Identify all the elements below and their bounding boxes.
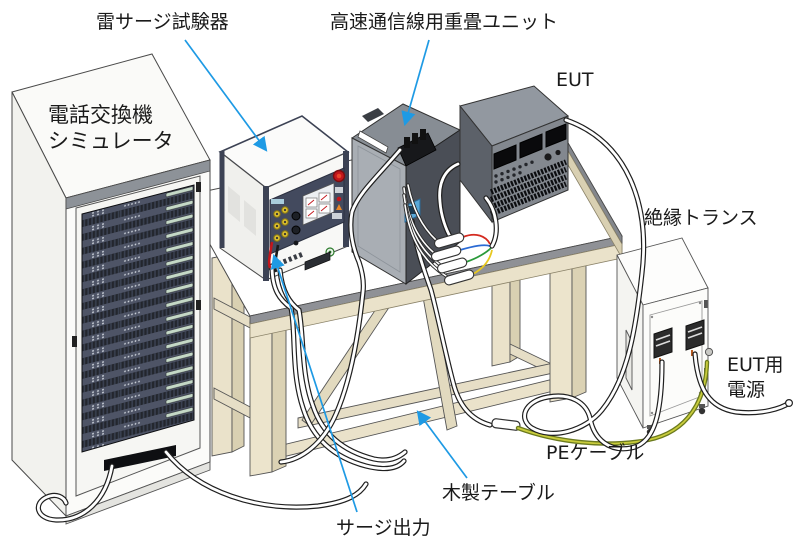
transformer-front-face xyxy=(642,287,709,429)
unit-cable-stub xyxy=(420,129,426,140)
cables xyxy=(35,117,793,523)
rack-label-line2: シミュレータ xyxy=(48,129,174,153)
cable-eut-mains-core xyxy=(693,352,791,415)
label-surge-output: サージ出力 xyxy=(336,517,431,539)
tester-meters xyxy=(302,182,335,226)
eut-vents xyxy=(489,159,568,217)
rack-cable-slot xyxy=(104,445,176,471)
label-eut: EUT xyxy=(556,69,594,91)
tester-side-vent xyxy=(244,200,256,236)
screw xyxy=(698,301,702,305)
cable-to-eut-core xyxy=(484,196,498,248)
rack-top-band xyxy=(65,159,211,210)
tester-binding-posts xyxy=(273,206,289,242)
cable-eut-power-arc-core xyxy=(523,118,664,451)
label-pe-cable: PEケーブル xyxy=(546,441,644,464)
pe-cable-connector xyxy=(491,418,521,431)
wire-green xyxy=(465,247,492,263)
unit-cable-stub xyxy=(404,137,410,148)
cable-end-cap xyxy=(784,399,793,408)
surge-tester xyxy=(218,115,350,281)
cable-surge-output-a-core xyxy=(270,264,406,470)
screw xyxy=(650,315,654,319)
tester-switch xyxy=(335,187,343,193)
label-isolation-transformer: 絶縁トランス xyxy=(644,207,758,229)
tester-switch xyxy=(332,213,342,219)
tester-side-vent xyxy=(228,186,240,222)
unit-blue-connector-slot xyxy=(409,206,416,214)
wire-blue xyxy=(459,244,491,251)
tester-indicator xyxy=(336,196,342,202)
leader-wooden-table xyxy=(416,410,468,479)
labels: 雷サージ試験器 高速通信線用重畳ユニット EUT 絶縁トランス EUT用 電源 … xyxy=(96,11,784,539)
cable-capsule-1-core xyxy=(407,184,437,241)
label-wooden-table: 木製テーブル xyxy=(442,481,555,504)
unit-top-vent xyxy=(362,108,384,122)
cable-rack-to-table-core xyxy=(164,450,368,509)
eut-display-window xyxy=(493,144,517,170)
unit-face-outline xyxy=(357,145,401,273)
transformer-outlet-plug-right xyxy=(685,319,705,356)
leader-surge-tester xyxy=(184,39,268,152)
tester-brand-label xyxy=(271,199,284,204)
screw xyxy=(650,411,654,415)
tester-knob xyxy=(291,211,301,221)
wire-red xyxy=(462,233,491,245)
ferrite-capsules xyxy=(430,232,475,286)
tester-knob xyxy=(291,225,301,235)
rack-hinge xyxy=(196,182,201,192)
leader-coupling-unit xyxy=(401,39,430,127)
rack-hinge xyxy=(196,300,201,310)
rack-label-line1: 電話交換機 xyxy=(48,103,153,127)
unit-handle-slot xyxy=(357,130,389,154)
tester-control-panel xyxy=(269,167,346,255)
cable-unit-loop-core xyxy=(279,148,402,464)
emergency-stop-button-center xyxy=(336,173,342,179)
cable-surge-output-b-core xyxy=(278,268,407,462)
telephone-exchange-rack: 電話交換機 シミュレータ xyxy=(11,53,211,525)
cable-rack-floor-curl-core xyxy=(37,464,114,522)
cable-eut-loop-core xyxy=(438,162,460,240)
test-lead-red xyxy=(267,241,274,269)
eut-display-window xyxy=(545,123,567,148)
table-leg-front-left xyxy=(249,317,287,477)
transformer-hinge xyxy=(704,300,708,308)
label-surge-tester: 雷サージ試験器 xyxy=(96,11,229,33)
rack-door-handle xyxy=(72,336,77,347)
label-eut-power-1: EUT用 xyxy=(727,354,784,376)
leader-lines xyxy=(184,39,468,513)
eut-buttons xyxy=(494,149,561,184)
eut-display-window xyxy=(519,133,543,159)
unit-cable-stub xyxy=(412,133,418,144)
tester-knob xyxy=(293,240,299,246)
cable-unit-to-pe-core xyxy=(410,219,492,427)
tester-connector-slot xyxy=(304,251,331,271)
rack-server-rows xyxy=(81,184,195,453)
label-coupling-unit: 高速通信線用重畳ユニット xyxy=(330,11,558,33)
label-eut-power-2: 電源 xyxy=(727,379,765,401)
warning-triangle-icon xyxy=(336,204,342,210)
leader-surge-output xyxy=(270,253,358,513)
wire-yellow xyxy=(472,249,493,275)
transformer-outlet-plug-left xyxy=(653,327,673,364)
pe-terminal xyxy=(704,347,714,357)
eut-box xyxy=(459,85,569,224)
table-leg-front-right xyxy=(549,245,587,403)
